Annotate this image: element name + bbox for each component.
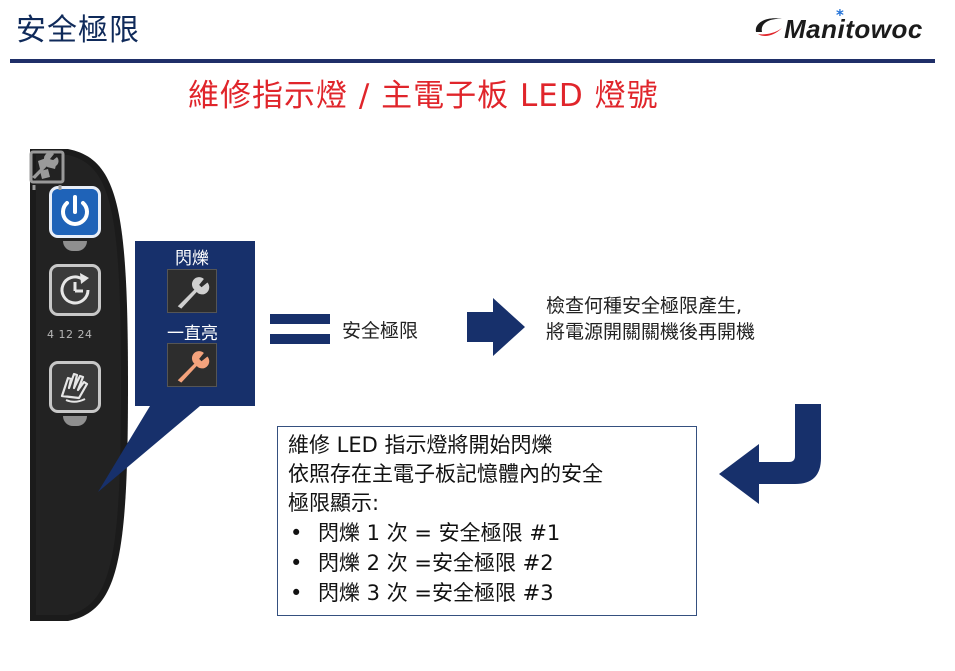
info-line-3: 極限顯示: xyxy=(288,491,380,515)
list-item: •閃爍 2 次 =安全極限 #2 xyxy=(288,548,686,578)
wrench-icon xyxy=(32,152,59,179)
list-item: •閃爍 3 次 =安全極限 #3 xyxy=(288,578,686,608)
clean-cycle-icon xyxy=(60,273,90,305)
control-panel: 4 12 24 xyxy=(28,149,128,621)
check-line-1: 檢查何種安全極限產生, xyxy=(546,295,743,317)
arrow-right-icon xyxy=(467,298,525,356)
flashing-label: 閃爍 xyxy=(175,249,209,269)
info-line-2: 依照存在主電子板記憶體內的安全 xyxy=(288,462,603,486)
steady-wrench-indicator xyxy=(167,343,217,387)
power-button[interactable] xyxy=(49,186,101,238)
wrench-icon xyxy=(177,351,210,383)
equals-sign xyxy=(270,314,330,346)
logo-star-icon: * xyxy=(836,6,844,24)
wrench-icon xyxy=(177,277,210,309)
logo-text: Manitowoc xyxy=(784,14,923,44)
service-light-callout: 閃爍 一直亮 xyxy=(135,241,255,406)
sanitize-button[interactable] xyxy=(49,361,101,413)
flash-count-list: •閃爍 1 次 = 安全極限 #1 •閃爍 2 次 =安全極限 #2 •閃爍 3… xyxy=(288,518,686,608)
manitowoc-logo: Manitowoc * xyxy=(752,6,942,48)
steady-on-label: 一直亮 xyxy=(167,324,218,344)
logo-swoosh-icon xyxy=(755,18,782,36)
list-item: •閃爍 1 次 = 安全極限 #1 xyxy=(288,518,686,548)
safety-limit-result: 安全極限 xyxy=(342,320,419,342)
sanitize-hands-icon xyxy=(60,372,89,403)
bullet-icon: • xyxy=(290,521,303,545)
sanitize-led xyxy=(63,416,87,426)
header-divider xyxy=(10,59,935,63)
clean-cycle-button[interactable] xyxy=(49,264,101,316)
flashing-wrench-indicator xyxy=(167,269,217,313)
page-title: 安全極限 xyxy=(16,13,140,48)
bullet-icon: • xyxy=(290,551,303,575)
check-line-2: 將電源開關關機後再開機 xyxy=(546,321,756,343)
check-instructions: 檢查何種安全極限產生, 將電源開關關機後再開機 xyxy=(546,293,755,345)
info-box: 維修 LED 指示燈將開始閃爍 依照存在主電子板記憶體內的安全 極限顯示: •閃… xyxy=(277,426,697,616)
clean-interval-numbers: 4 12 24 xyxy=(47,328,93,341)
bullet-icon: • xyxy=(290,581,303,605)
section-subtitle: 維修指示燈 / 主電子板 LED 燈號 xyxy=(188,78,659,114)
callout-pointer xyxy=(98,406,200,492)
power-led xyxy=(63,241,87,251)
power-icon xyxy=(61,195,89,226)
info-line-1: 維修 LED 指示燈將開始閃爍 xyxy=(288,433,553,457)
curved-arrow-icon xyxy=(719,404,821,504)
